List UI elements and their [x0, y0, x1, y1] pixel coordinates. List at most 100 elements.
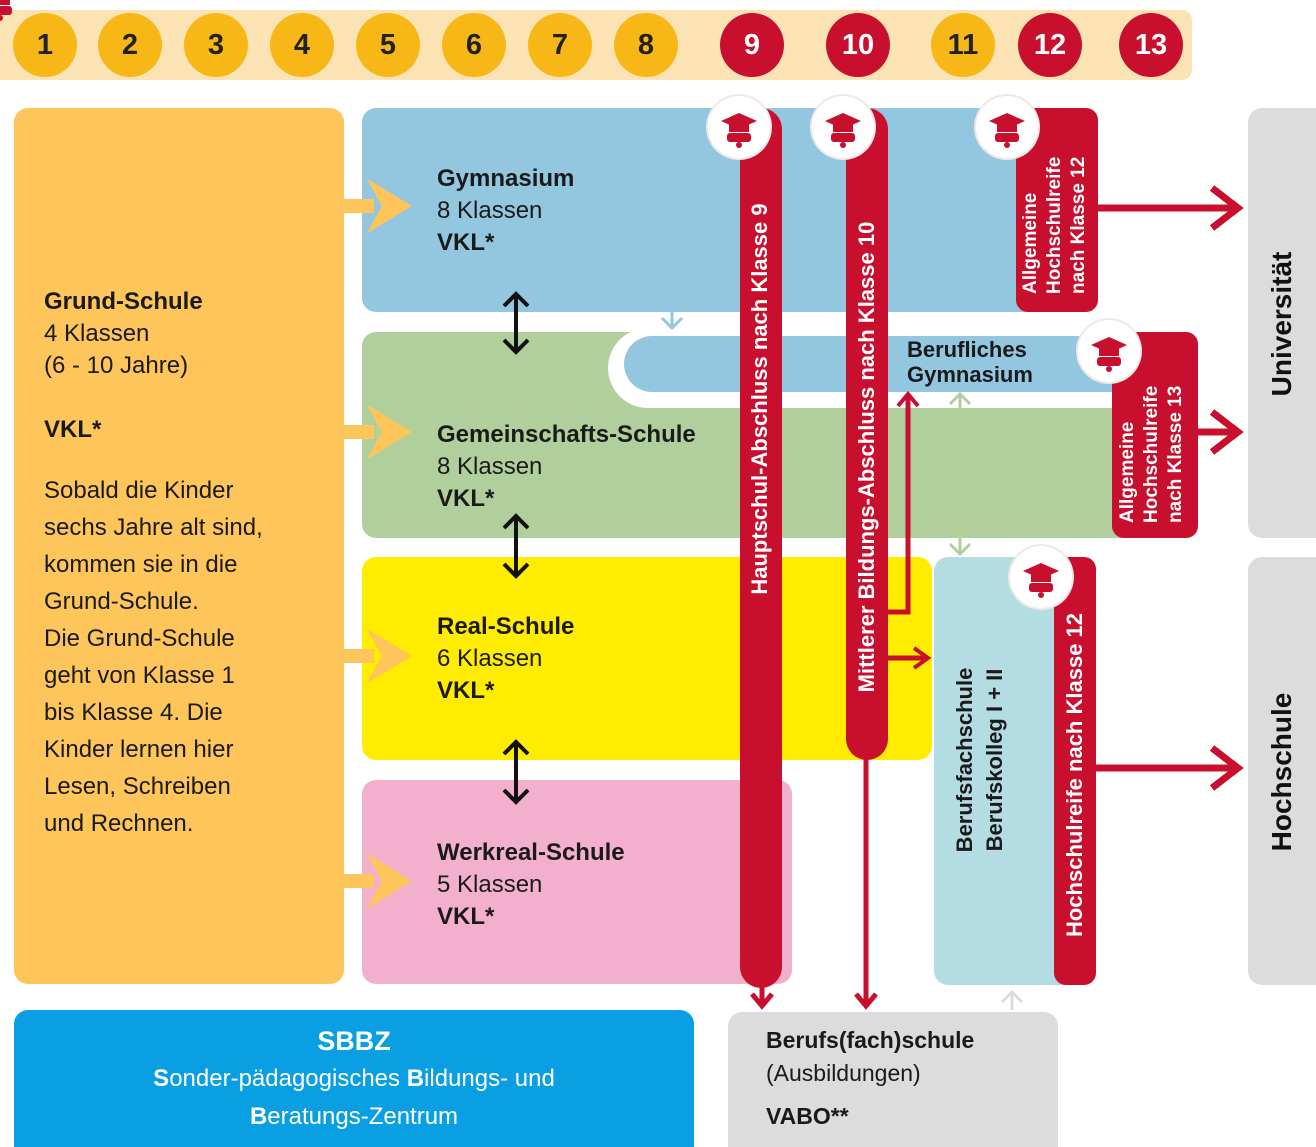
sbbz-initial: B [249, 1103, 268, 1130]
hochschulreife-fach-bar [1054, 557, 1096, 985]
grade-circle-2: 2 [98, 13, 162, 77]
berufliches-gymnasium-line1: Berufliches [907, 337, 1027, 362]
gemeinschaftsschule-text: Gemeinschafts-Schule 8 Klassen VKL* [437, 419, 696, 515]
gymnasium-text: Gymnasium 8 Klassen VKL* [437, 163, 574, 259]
light-arrow-green-down [948, 536, 972, 557]
transfer-arrow-gem [344, 404, 412, 460]
red-arrow-to-berufliches-gym [888, 396, 911, 615]
gymnasium-vkl: VKL* [437, 229, 495, 256]
grade-circle-5: 5 [356, 13, 420, 77]
sbbz-initial: S [153, 1065, 170, 1092]
graduation-cap-icon [708, 96, 770, 158]
mittlerer-bar [846, 108, 888, 760]
description-line: Kinder lernen hier [44, 736, 234, 763]
realschule-vkl: VKL* [437, 677, 495, 704]
grundschule-classes: 4 Klassen [44, 320, 150, 347]
realschule-box [362, 557, 932, 760]
gymnasium-title: Gymnasium [437, 165, 575, 192]
sbbz-line2: Beratungs-Zentrum [14, 1098, 694, 1136]
hochschule-box [1248, 557, 1316, 985]
grundschule-description: Sobald die Kinder sechs Jahre alt sind, … [44, 472, 334, 842]
sbbz-initial: B [406, 1065, 425, 1092]
double-arrow-3 [502, 739, 530, 805]
berufsschule-title: Berufs(fach)schule [766, 1027, 975, 1053]
realschule-text: Real-Schule 6 Klassen VKL* [437, 611, 574, 707]
grundschule-title: Grund-Schule [44, 288, 203, 315]
berufsfachschule-line1: Berufsfachschule [952, 667, 977, 853]
description-line: geht von Klasse 1 [44, 662, 235, 689]
description-line: Lesen, Schreiben [44, 773, 231, 800]
red-arrow-head-berufliches [896, 390, 920, 408]
grade-circle-4: 4 [270, 13, 334, 77]
grade-circle-9: 9 [720, 13, 784, 77]
graduation-cap-icon [1078, 320, 1140, 382]
grade-circle-8: 8 [614, 13, 678, 77]
sbbz-word: onder-pädagogisches [169, 1065, 407, 1092]
double-arrow-2 [502, 513, 530, 579]
berufsschule-text: Berufs(fach)schule (Ausbildungen) VABO** [766, 1024, 974, 1133]
gemeinschaftsschule-title: Gemeinschafts-Schule [437, 421, 696, 448]
description-line: Sobald die Kinder [44, 477, 234, 504]
berufsschule-box [728, 1012, 1058, 1147]
berufsfachschule-line2: Berufskolleg I + II [982, 668, 1007, 852]
big-arrow-universitaet-2 [1196, 409, 1244, 455]
hr13-line2: Hochschulreife [1141, 385, 1162, 523]
double-arrow-1 [502, 291, 530, 355]
description-line: Die Grund-Schule [44, 625, 235, 652]
grade-circle-3: 3 [184, 13, 248, 77]
grade-circle-10: 10 [826, 13, 890, 77]
werkrealschule-vkl: VKL* [437, 903, 495, 930]
sbbz-title: SBBZ [317, 1026, 391, 1056]
hr12-line2: Hochschulreife [1044, 156, 1065, 294]
red-arrow-mittlerer-down [854, 756, 878, 1010]
description-line: bis Klasse 4. Die [44, 699, 223, 726]
light-arrow-gym-down [660, 312, 684, 331]
berufliches-gymnasium-text: Berufliches Gymnasium [907, 337, 1033, 387]
graduation-cap-icon [812, 96, 874, 158]
werkrealschule-title: Werkreal-Schule [437, 839, 625, 866]
hochschulreife-fach-label: Hochschulreife nach Klasse 12 [1062, 612, 1087, 938]
description-line: und Rechnen. [44, 810, 194, 837]
sbbz-text: SBBZ Sonder-pädagogisches Bildungs- und … [14, 1022, 694, 1136]
sbbz-word: ildungs- und [424, 1065, 555, 1092]
berufliches-gymnasium-line2: Gymnasium [907, 362, 1033, 387]
sbbz-line1: Sonder-pädagogisches Bildungs- und [14, 1060, 694, 1098]
realschule-classes: 6 Klassen [437, 645, 543, 672]
big-arrow-hochschule [1096, 745, 1244, 791]
grade-circle-6: 6 [442, 13, 506, 77]
graduation-cap-icon [1010, 546, 1072, 608]
description-line: sechs Jahre alt sind, [44, 514, 263, 541]
grundschule-text: Grund-Schule 4 Klassen (6 - 10 Jahre) VK… [44, 286, 334, 842]
berufsschule-vabo: VABO** [766, 1103, 849, 1129]
sbbz-box [14, 1010, 694, 1147]
transfer-arrow-werk [344, 853, 412, 909]
grade-circle-11: 11 [931, 13, 995, 77]
light-arrow-green-up [948, 391, 972, 412]
transfer-arrow-real [344, 628, 412, 684]
werkrealschule-classes: 5 Klassen [437, 871, 543, 898]
berufsschule-subtitle: (Ausbildungen) [766, 1060, 921, 1086]
grundschule-vkl: VKL* [44, 416, 102, 443]
hr12-line3: nach Klasse 12 [1068, 156, 1089, 294]
grade-circle-12: 12 [1018, 13, 1082, 77]
werkrealschule-text: Werkreal-Schule 5 Klassen VKL* [437, 837, 625, 933]
grade-circle-1: 1 [13, 13, 77, 77]
hr13-line3: nach Klasse 13 [1165, 385, 1186, 523]
light-arrow-grey-up [1000, 989, 1024, 1010]
universitaet-label: Universität [1266, 251, 1297, 397]
grundschule-age: (6 - 10 Jahre) [44, 352, 189, 379]
transfer-arrow-gym [344, 178, 412, 234]
gymnasium-classes: 8 Klassen [437, 197, 543, 224]
hauptschul-bar [740, 108, 782, 988]
red-arrow-head-berufsfach [912, 646, 932, 670]
hochschule-label: Hochschule [1266, 692, 1297, 852]
mittlerer-bar-label: Mittlerer Bildungs-Abschluss nach Klasse… [854, 221, 879, 693]
grade-circle-7: 7 [528, 13, 592, 77]
berufsfachschule-text: Berufsfachschule Berufskolleg I + II [950, 620, 1030, 900]
description-line: Grund-Schule. [44, 588, 199, 615]
universitaet-box [1248, 108, 1316, 538]
gemeinschaftsschule-classes: 8 Klassen [437, 453, 543, 480]
description-line: kommen sie in die [44, 551, 238, 578]
grade-circle-13: 13 [1119, 13, 1183, 77]
